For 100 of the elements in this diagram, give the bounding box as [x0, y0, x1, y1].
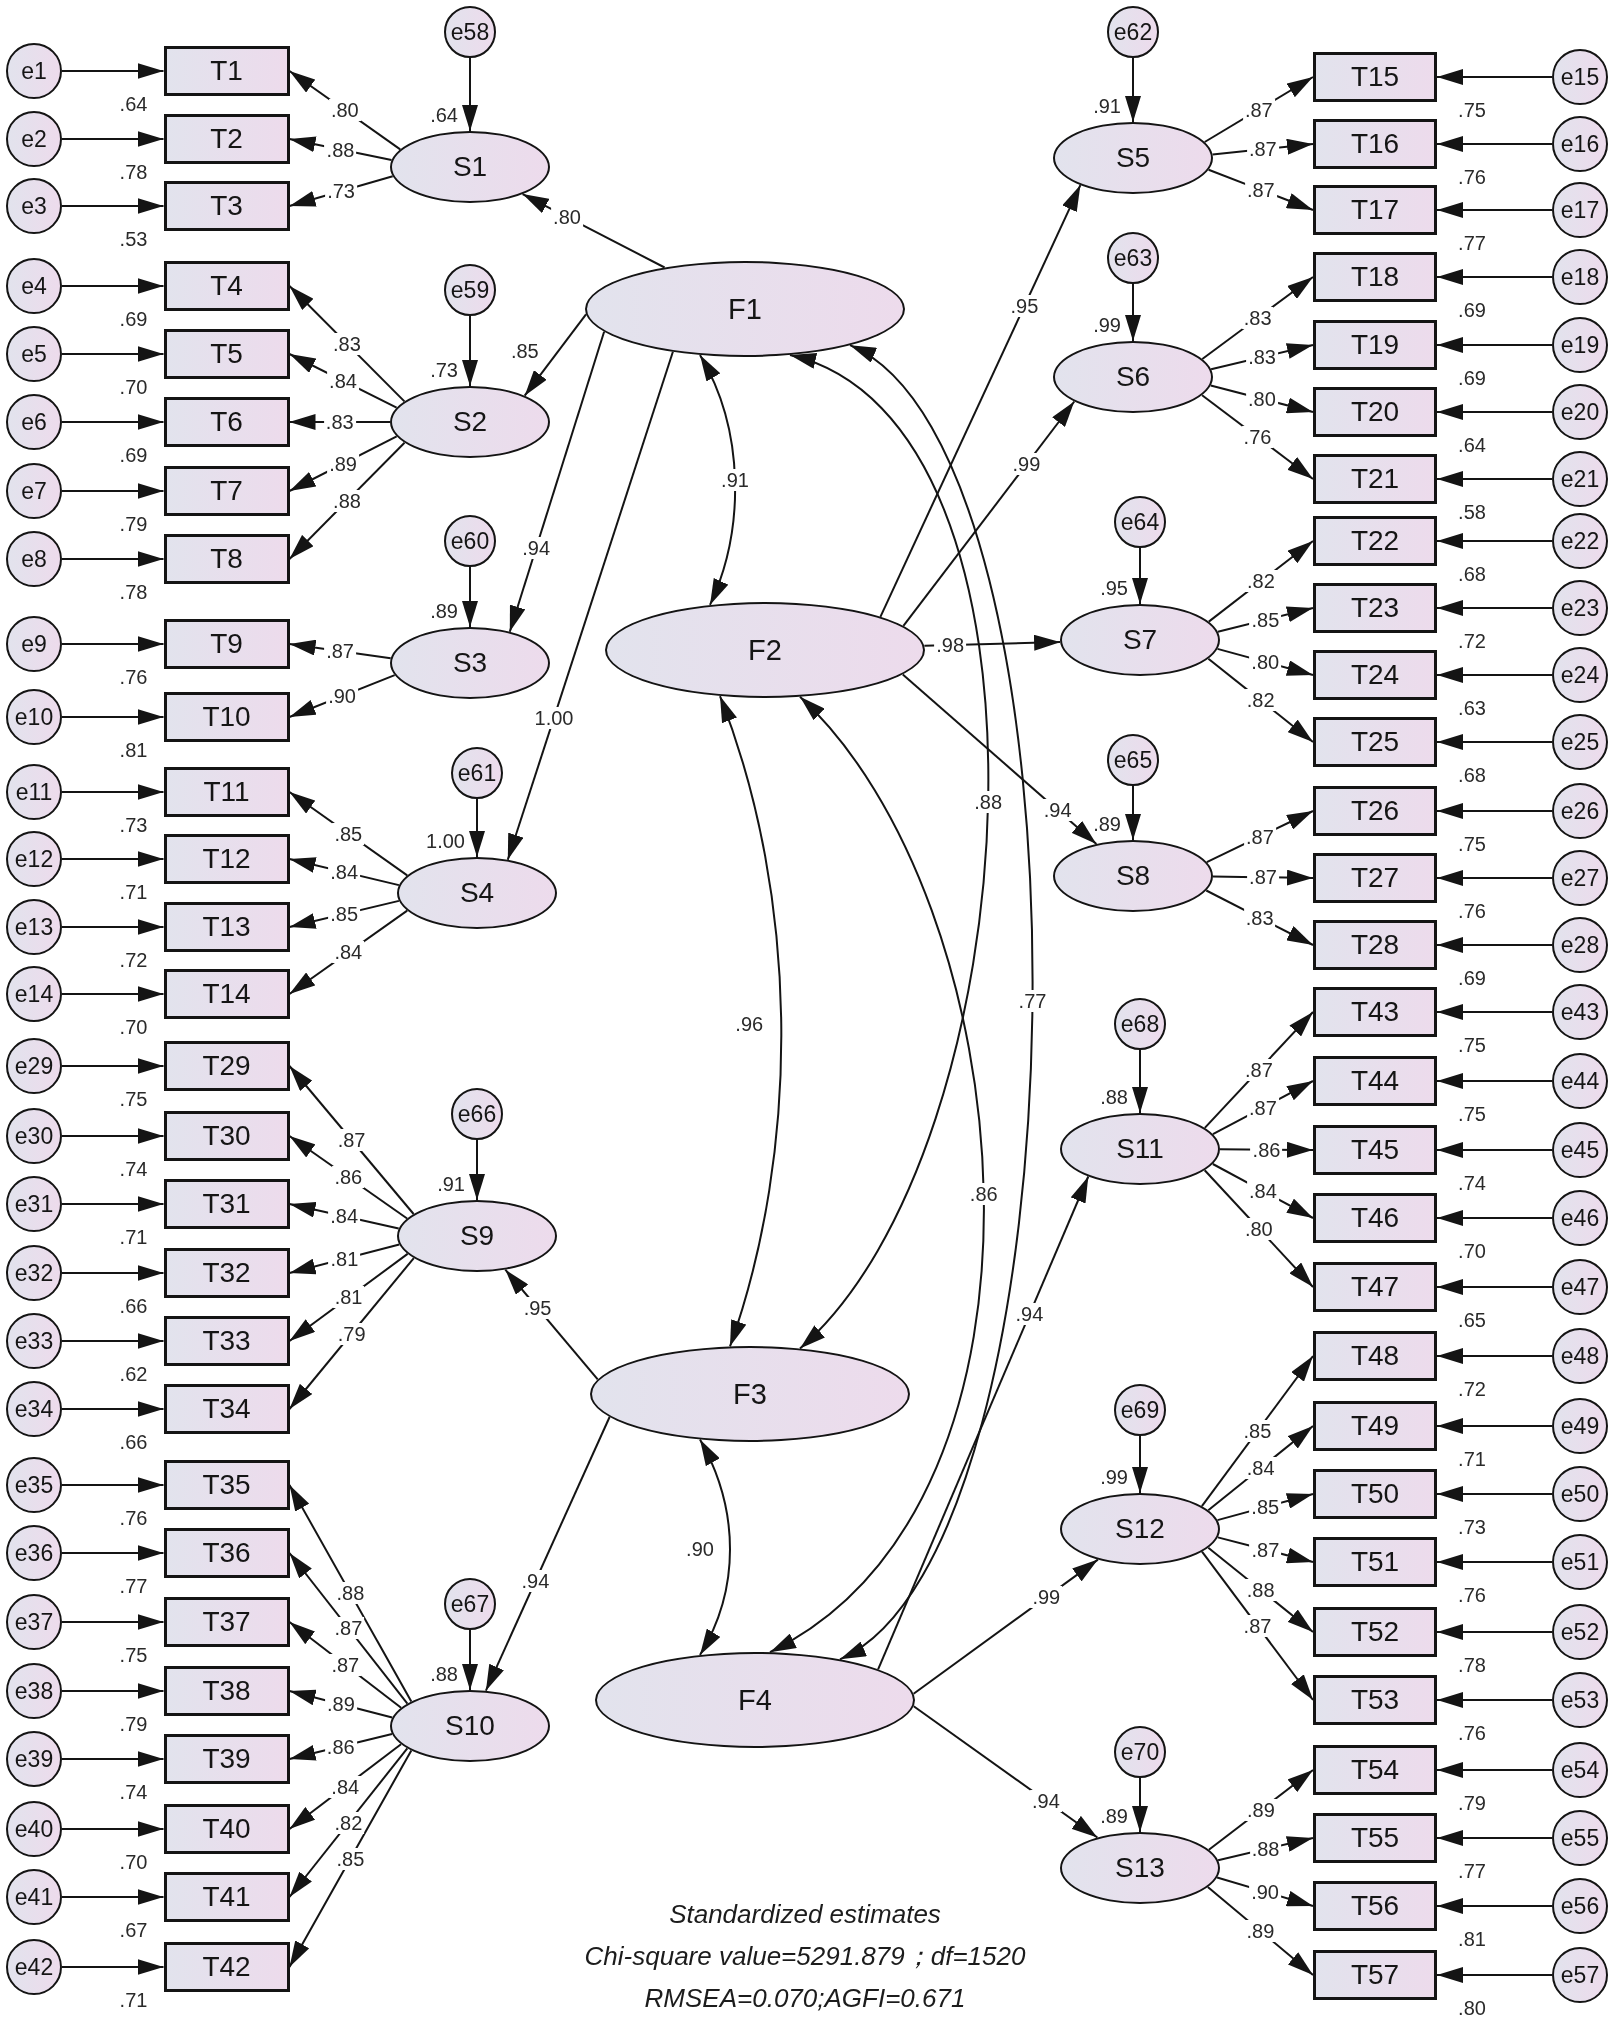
observed-variable-box: T54: [1313, 1745, 1437, 1795]
r-squared-value: .79: [119, 514, 148, 534]
arrow: [61, 1477, 165, 1493]
latent-variable-ellipse: S9: [397, 1200, 557, 1272]
arrow: [1436, 533, 1553, 549]
observed-variable-box: T40: [163, 1804, 290, 1854]
latent-variable-ellipse: S1: [390, 131, 550, 203]
r-squared-value: .75: [1458, 1104, 1486, 1124]
factor-ellipse: F3: [590, 1346, 910, 1442]
arrow: [1132, 1435, 1148, 1494]
r-squared-value: .64: [119, 94, 148, 114]
r-squared-value: .75: [1458, 1035, 1486, 1055]
error-term-circle: e62: [1107, 6, 1159, 58]
r-squared-value: .76: [119, 1508, 148, 1528]
r-squared-value: .73: [1458, 1517, 1486, 1537]
error-term-circle: e63: [1107, 232, 1159, 284]
arrow: [61, 1128, 165, 1144]
r-squared-value: .74: [1458, 1173, 1486, 1193]
observed-variable-box: T28: [1313, 920, 1437, 970]
r-squared-value: .73: [430, 360, 458, 380]
observed-variable-box: T10: [163, 692, 290, 742]
observed-variable-box: T38: [163, 1666, 290, 1716]
arrow: [1436, 667, 1553, 683]
coefficient-label: .88: [331, 489, 363, 512]
r-squared-value: .91: [1093, 96, 1121, 116]
observed-variable-box: T22: [1313, 516, 1437, 566]
double-headed-arrow: [769, 695, 985, 1654]
r-squared-value: .88: [430, 1664, 458, 1684]
coefficient-label: .84: [1246, 1179, 1279, 1202]
double-headed-arrow: [719, 695, 783, 1348]
arrow: [1436, 269, 1553, 285]
error-term-circle: e12: [6, 831, 62, 887]
arrow: [61, 636, 165, 652]
coefficient-label: .87: [1244, 825, 1276, 848]
arrow: [61, 278, 165, 294]
error-term-circle: e37: [6, 1594, 62, 1650]
arrow: [1436, 471, 1553, 487]
error-term-circle: e61: [451, 747, 503, 799]
coefficient-label: .84: [327, 369, 359, 392]
error-term-circle: e7: [6, 463, 62, 519]
error-term-circle: e45: [1552, 1122, 1608, 1178]
error-term-circle: e54: [1552, 1742, 1608, 1798]
arrow: [1436, 1279, 1553, 1295]
arrow: [1436, 202, 1553, 218]
r-squared-value: .69: [1458, 300, 1486, 320]
arrow: [61, 1614, 165, 1630]
error-term-circle: e64: [1114, 496, 1166, 548]
r-squared-value: .76: [1458, 1723, 1486, 1743]
error-term-circle: e35: [6, 1457, 62, 1513]
observed-variable-box: T56: [1313, 1881, 1437, 1931]
latent-variable-ellipse: S5: [1053, 122, 1213, 194]
coefficient-label: .76: [1241, 426, 1274, 449]
error-term-circle: e1: [6, 43, 62, 99]
error-term-circle: e9: [6, 616, 62, 672]
error-term-circle: e16: [1552, 116, 1608, 172]
error-term-circle: e21: [1552, 451, 1608, 507]
observed-variable-box: T5: [163, 329, 290, 379]
arrow: [1436, 1692, 1553, 1708]
r-squared-value: .67: [119, 1920, 148, 1940]
error-term-circle: e43: [1552, 984, 1608, 1040]
arrow: [61, 414, 165, 430]
latent-variable-ellipse: S4: [397, 857, 557, 929]
r-squared-value: .68: [1458, 765, 1486, 785]
arrow: [1436, 1004, 1553, 1020]
arrow: [1436, 1762, 1553, 1778]
coefficient-label: .85: [332, 822, 365, 845]
observed-variable-box: T47: [1313, 1262, 1437, 1312]
coefficient-label: .83: [1241, 307, 1274, 329]
r-squared-value: .72: [1458, 1379, 1486, 1399]
observed-variable-box: T2: [163, 114, 290, 164]
coefficient-label: .84: [1244, 1457, 1277, 1480]
error-term-circle: e24: [1552, 647, 1608, 703]
arrow: [61, 346, 165, 362]
arrow: [288, 1484, 413, 1703]
r-squared-value: 1.00: [426, 831, 465, 851]
r-squared-value: .99: [1093, 315, 1121, 335]
arrow: [1436, 337, 1553, 353]
model-fit-note: Chi-square value=5291.879；df=1520: [584, 1940, 1026, 1973]
arrow: [469, 798, 485, 858]
observed-variable-box: T43: [1313, 987, 1437, 1037]
observed-variable-box: T26: [1313, 786, 1437, 836]
arrow: [879, 184, 1082, 618]
arrow: [1436, 1210, 1553, 1226]
r-squared-value: .70: [119, 1852, 148, 1872]
coefficient-label: .89: [327, 452, 359, 475]
coefficient-label: .89: [1245, 1798, 1277, 1821]
r-squared-value: .75: [1458, 100, 1486, 120]
latent-variable-ellipse: S10: [390, 1690, 550, 1762]
arrow: [877, 1175, 1090, 1671]
r-squared-value: .77: [1458, 233, 1486, 253]
coefficient-label: .94: [1041, 799, 1074, 822]
factor-ellipse: F4: [595, 1652, 915, 1748]
r-squared-value: .71: [119, 882, 148, 902]
arrow: [61, 1821, 165, 1837]
arrow: [61, 1196, 165, 1212]
r-squared-value: .76: [1458, 1585, 1486, 1605]
observed-variable-box: T55: [1313, 1813, 1437, 1863]
observed-variable-box: T15: [1313, 52, 1437, 102]
arrow: [1132, 1777, 1148, 1833]
arrow: [1436, 1486, 1553, 1502]
